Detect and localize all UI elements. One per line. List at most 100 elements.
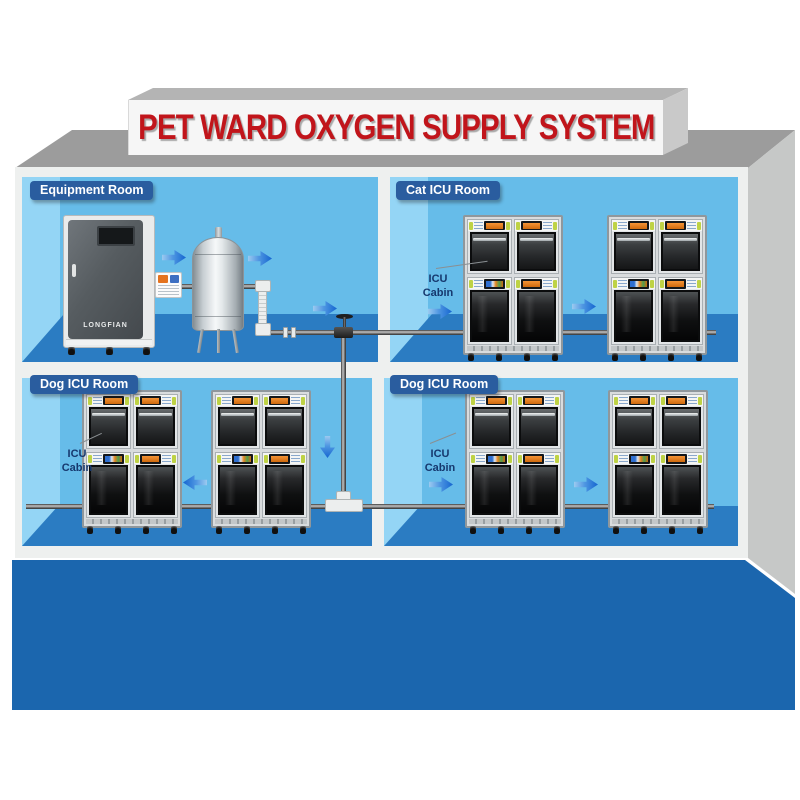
panel-text [618,280,627,287]
riser-pipe-to-lower-rooms [341,337,346,497]
brand-label: LONGFIAN [83,322,128,329]
icu-cabin-cell [469,394,514,449]
shutoff-valve [334,327,353,338]
pipe-coupler [291,327,296,338]
oxygen-port-icon [614,454,618,463]
cabin-window [265,407,304,446]
door-handle [72,264,76,277]
oxygen-port-icon [301,454,305,463]
down-duct [258,291,267,326]
cabin-base-bar [86,519,178,524]
oxygen-port-icon [217,454,221,463]
cabin-bottom-row [612,452,704,518]
panel-text [687,280,696,287]
cabin-display-screen [665,221,686,230]
oxygen-port-icon [506,279,510,288]
valve-stem [343,317,346,330]
oxygen-port-icon [506,221,510,230]
cabin-control-panel [612,278,655,289]
panel-text [162,455,171,462]
cabin-display-screen [484,278,505,289]
cabin-control-panel [613,395,656,406]
panel-text [619,455,628,462]
panel-text [474,222,483,229]
panel-text [222,455,231,462]
icu-cabin-cell [469,452,514,518]
cabin-display-screen [269,396,290,405]
cabin-window [615,465,654,515]
oxygen-port-icon [516,221,520,230]
cabin-control-panel [515,278,558,289]
oxygen-port-icon [518,396,522,405]
icu-cabin-cell [516,452,561,518]
casters [613,526,703,534]
dog-icu-room-left: Dog ICU Room [22,375,372,546]
banner-side-face [663,88,688,155]
oxygen-concentrator: LONGFIAN [63,215,155,355]
icu-cabin-unit [465,390,565,534]
cabin-window [470,232,509,271]
panel-text [93,397,102,404]
cabin-window [662,465,701,515]
oxygen-port-icon [471,454,475,463]
icu-cabin-cell [611,219,656,274]
cabin-window [470,290,509,342]
panel-text [476,455,485,462]
panel-text [688,455,697,462]
icu-cabin-cell [215,452,260,518]
callout-line1: ICU [430,448,450,460]
cabin-window [614,232,653,271]
cabin-unit-mount [465,390,565,534]
cabin-control-panel [517,395,560,406]
panel-text [545,455,554,462]
oxygen-port-icon [553,279,557,288]
cabin-control-panel [613,453,656,464]
panel-text [291,397,300,404]
cabin-display-screen [486,453,507,464]
room-label-equipment: Equipment Room [30,181,154,200]
cabin-display-screen [628,221,649,230]
oxygen-port-icon [264,454,268,463]
cabin-bottom-row [86,452,178,518]
panel-text [474,280,483,287]
casters [68,347,150,355]
cabin-display-screen [232,396,253,405]
casters [216,526,306,534]
tank-seam [195,254,241,255]
oxygen-port-icon [516,279,520,288]
panel-text [545,397,554,404]
cabin-unit-mount [607,215,707,361]
oxygen-port-icon [555,454,559,463]
callout-line2: Cabin [61,462,93,474]
cabin-display-screen [629,396,650,405]
callout-line1: ICU [67,448,87,460]
banner-top-face [128,88,688,100]
oxygen-port-icon [172,396,176,405]
cabin-base-bar [467,346,559,351]
icu-cabin-callout: ICU Cabin [55,447,99,475]
icu-cabin-unit [463,215,563,361]
cabin-window [218,465,257,515]
oxygen-port-icon [172,454,176,463]
door-handle-bar [475,413,508,416]
door-handle-bar [221,413,254,416]
icu-cabin-unit [211,390,311,534]
cabin-control-panel [216,453,259,464]
panel-text [93,455,102,462]
cabin-window [265,465,304,515]
icu-cabin-cell [467,219,512,274]
cabin-top-row [469,394,561,449]
dog-icu-room-left-interior [22,378,372,546]
cabin-display-screen [629,453,650,464]
oxygen-port-icon [650,221,654,230]
panel-text [687,222,696,229]
cabin-display-screen [628,278,649,289]
cabin-control-panel [87,395,130,406]
oxygen-port-icon [471,396,475,405]
cabin-base-bar [611,346,703,351]
cabin-control-panel [468,220,511,231]
cabin-window [661,232,700,271]
cabin-control-panel [134,453,177,464]
concentrator-display [97,226,135,246]
cabin-top-row [215,394,307,449]
